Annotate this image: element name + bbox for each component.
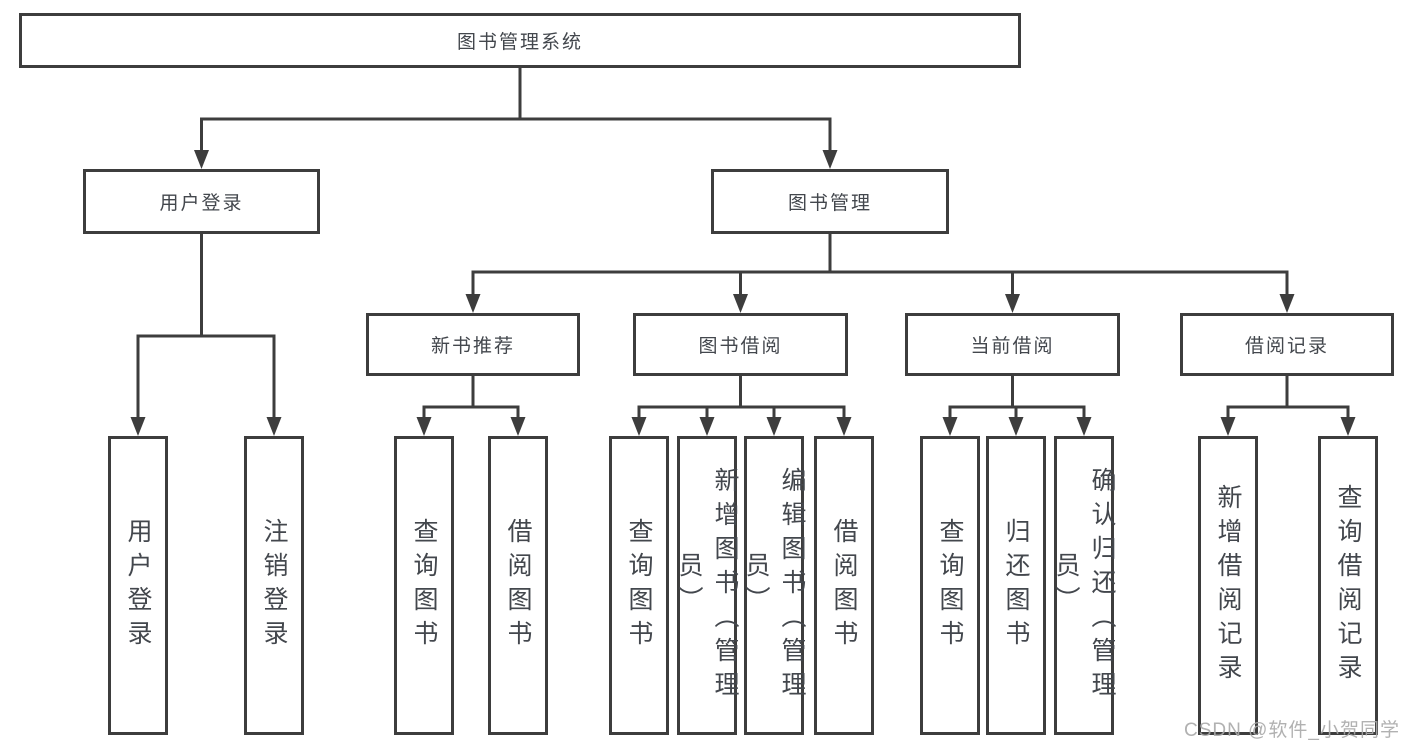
node-br-query-record: 查询借阅记录: [1318, 436, 1378, 735]
node-label-bb-query-book: 查询图书: [625, 517, 653, 654]
arrow-down-icon: [1008, 417, 1024, 436]
connector-root: [194, 68, 838, 169]
node-label-login: 用户登录: [124, 517, 152, 654]
connector-borrow-record: [1220, 376, 1356, 436]
connector-book-borrow: [631, 376, 852, 436]
node-label-book-mgmt: 图书管理: [787, 193, 872, 214]
arrow-down-icon: [1220, 417, 1236, 436]
node-book-mgmt: 图书管理: [711, 169, 949, 234]
node-label-book-borrow: 图书借阅: [698, 336, 783, 357]
node-label-rec-query-book: 查询图书: [410, 517, 438, 654]
arrow-down-icon: [631, 417, 647, 436]
node-label-bb-edit-book: 编辑图书（管理员）: [742, 466, 806, 705]
node-label-br-query-record: 查询借阅记录: [1334, 483, 1362, 688]
node-label-new-book-rec: 新书推荐: [430, 336, 515, 357]
arrow-down-icon: [266, 417, 282, 436]
node-cb-confirm: 确认归还（管理员）: [1052, 436, 1116, 735]
node-cb-query-book: 查询图书: [920, 436, 980, 735]
node-label-borrow-record: 借阅记录: [1244, 336, 1329, 357]
node-label-user-login: 用户登录: [159, 193, 244, 214]
node-rec-borrow-book: 借阅图书: [488, 436, 548, 735]
node-logout: 注销登录: [244, 436, 304, 735]
arrow-down-icon: [1340, 417, 1356, 436]
node-borrow-record: 借阅记录: [1180, 313, 1394, 376]
arrow-down-icon: [510, 417, 526, 436]
arrow-down-icon: [1279, 294, 1295, 313]
connector-book-mgmt: [465, 234, 1295, 313]
arrow-down-icon: [766, 417, 782, 436]
arrow-down-icon: [416, 417, 432, 436]
node-book-borrow: 图书借阅: [633, 313, 848, 376]
node-label-cb-return-book: 归还图书: [1002, 517, 1030, 654]
node-label-logout: 注销登录: [260, 517, 288, 654]
arrow-down-icon: [822, 150, 838, 169]
arrow-down-icon: [194, 150, 209, 169]
node-new-book-rec: 新书推荐: [366, 313, 580, 376]
node-login: 用户登录: [108, 436, 168, 735]
node-label-rec-borrow-book: 借阅图书: [504, 517, 532, 654]
arrow-down-icon: [1076, 417, 1092, 436]
node-br-add-record: 新增借阅记录: [1198, 436, 1258, 735]
node-label-cb-confirm: 确认归还（管理员）: [1052, 466, 1116, 705]
node-label-root: 图书管理系统: [456, 32, 583, 53]
arrow-down-icon: [942, 417, 958, 436]
arrow-down-icon: [733, 294, 748, 313]
node-cb-return-book: 归还图书: [986, 436, 1046, 735]
node-bb-borrow-book: 借阅图书: [814, 436, 874, 735]
connector-new-book-rec: [416, 376, 526, 436]
node-bb-query-book: 查询图书: [609, 436, 669, 735]
node-user-login: 用户登录: [83, 169, 320, 234]
watermark: CSDN @软件_小贺同学: [1184, 720, 1400, 741]
node-current-borrow: 当前借阅: [905, 313, 1120, 376]
node-label-cb-query-book: 查询图书: [936, 517, 964, 654]
node-label-current-borrow: 当前借阅: [970, 336, 1055, 357]
arrow-down-icon: [1005, 294, 1020, 313]
arrow-down-icon: [465, 294, 481, 313]
node-label-br-add-record: 新增借阅记录: [1214, 483, 1242, 688]
arrow-down-icon: [699, 417, 715, 436]
node-rec-query-book: 查询图书: [394, 436, 454, 735]
connector-user-login: [130, 234, 282, 436]
node-label-bb-add-book: 新增图书（管理员）: [675, 466, 739, 705]
arrow-down-icon: [836, 417, 852, 436]
node-bb-add-book: 新增图书（管理员）: [675, 436, 739, 735]
arrow-down-icon: [130, 417, 146, 436]
node-bb-edit-book: 编辑图书（管理员）: [742, 436, 806, 735]
node-label-bb-borrow-book: 借阅图书: [830, 517, 858, 654]
connector-current-borrow: [942, 376, 1092, 436]
node-root: 图书管理系统: [19, 13, 1021, 68]
